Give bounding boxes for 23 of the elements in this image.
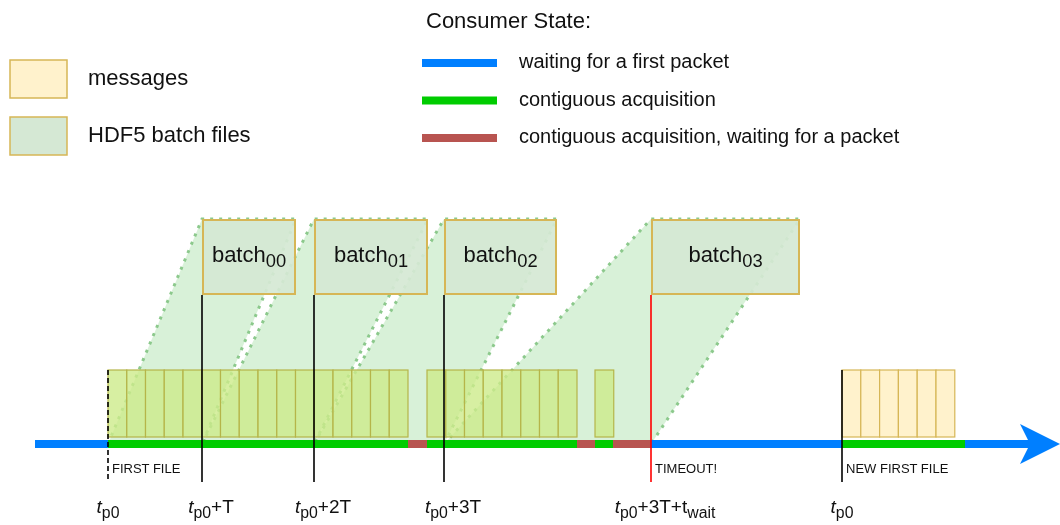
box-label: batch$_{02}$: [463, 241, 538, 273]
legend-text: contiguous acquisition, waiting for a packet: [519, 125, 900, 148]
legend-text: waiting for a first packet: [519, 50, 730, 73]
legend-text: contiguous acquisition: [519, 87, 716, 111]
legend-text: messages: [88, 65, 189, 91]
event-label: NEW FIRST FILE: [846, 461, 949, 476]
batch-box: [444, 219, 557, 295]
time-label: t$_{p0}$+T: [188, 496, 234, 522]
box-label: batch$_{03}$: [688, 241, 763, 273]
time-label: t$_{p0}$+3T+t$_{wait}$: [614, 496, 716, 522]
legend-heading: Consumer State:: [426, 8, 592, 34]
box-label: batch$_{00}$: [211, 241, 287, 273]
box-label: batch$_{01}$: [333, 241, 409, 273]
time-label: t$_{p0}$: [96, 496, 120, 522]
event-label: FIRST FILE: [112, 461, 181, 476]
time-label: t$_{p0}$+2T: [294, 496, 352, 522]
event-label: TIMEOUT!: [655, 461, 718, 476]
batch-box: [651, 219, 800, 295]
time-label: t$_{p0}$: [830, 496, 854, 522]
time-label: t$_{p0}$+3T: [424, 496, 482, 522]
legend-text: HDF5 batch files: [88, 122, 251, 148]
batch-box: [202, 219, 296, 295]
batch-box: [314, 219, 428, 295]
